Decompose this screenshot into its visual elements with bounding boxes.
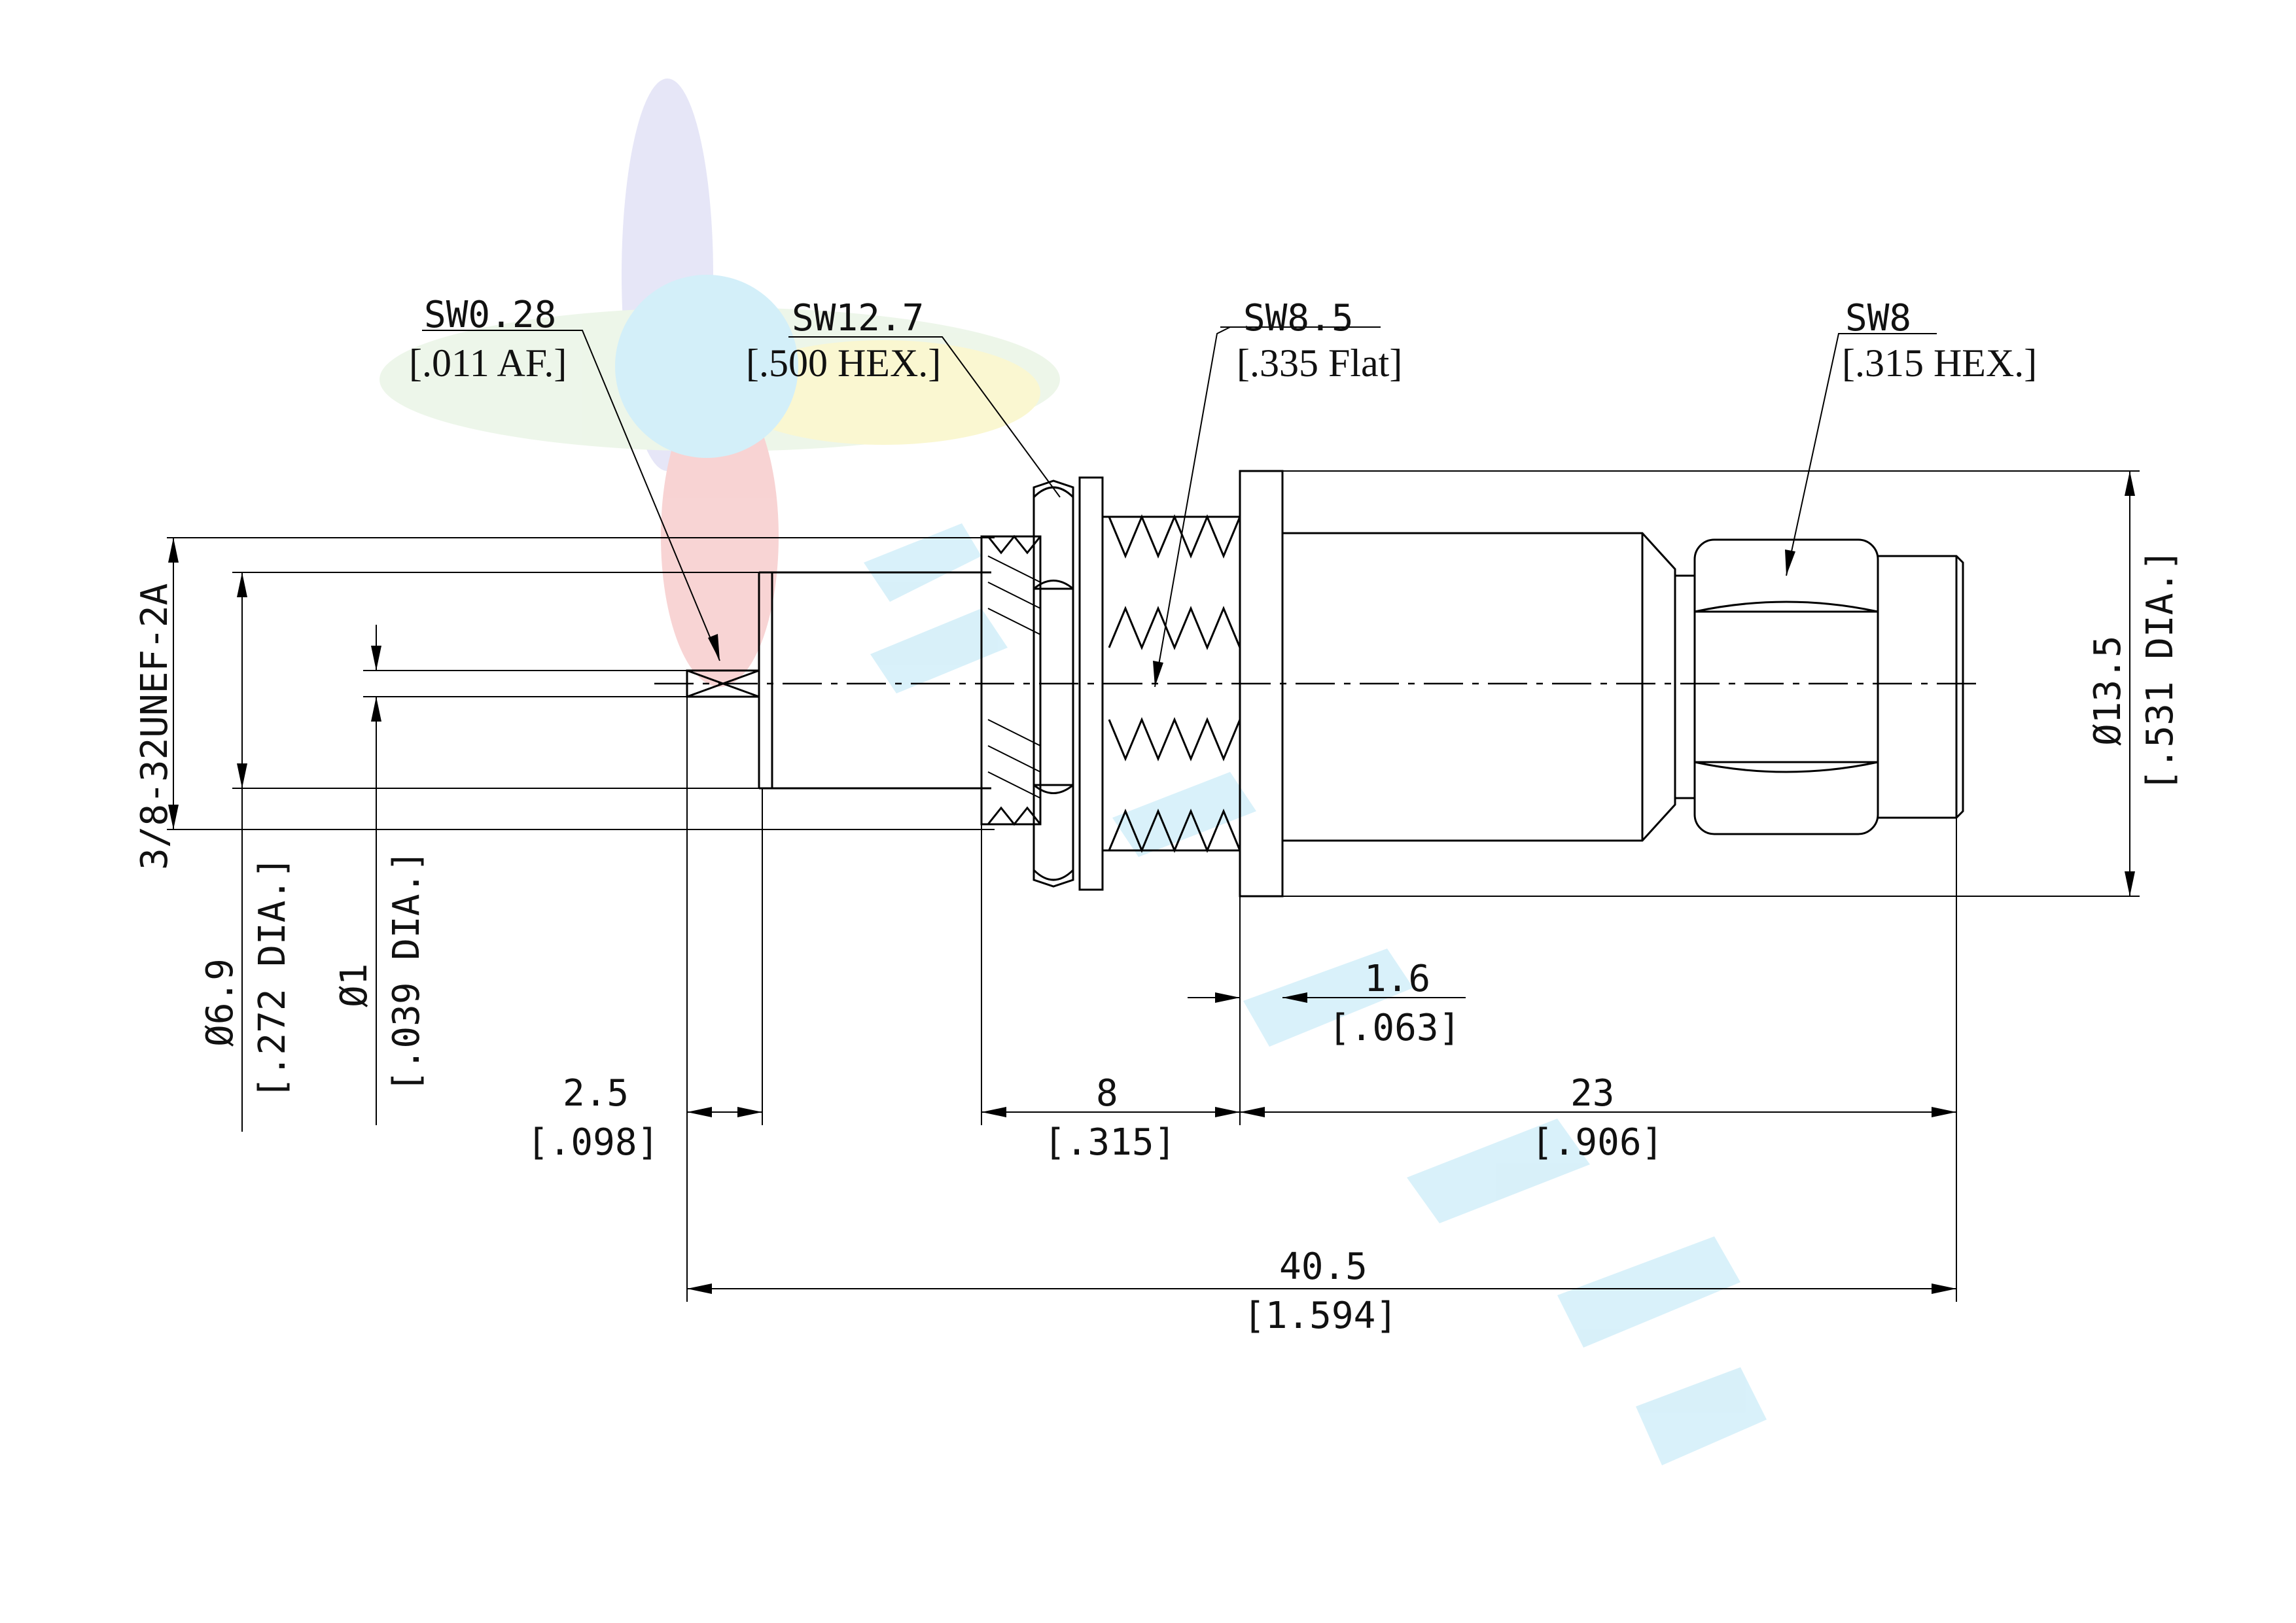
callout-sw85-top: SW8.5	[1243, 297, 1354, 340]
callout-sw8-top: SW8	[1845, 297, 1911, 340]
dim-l16-bottom: [.063]	[1328, 1007, 1460, 1049]
dim-l25-top: 2.5	[563, 1072, 629, 1115]
dim-d1-top: Ø1	[333, 964, 376, 1007]
callout-sw8-bottom: [.315 HEX.]	[1842, 341, 2037, 385]
dim-l8-top: 8	[1096, 1072, 1118, 1115]
callout-sw028-top: SW0.28	[424, 294, 556, 336]
leader-lines	[422, 326, 1937, 688]
dim-d69-bottom: [.272 DIA.]	[251, 856, 294, 1099]
callout-sw85-bottom: [.335 Flat]	[1237, 341, 1402, 385]
dim-l23-top: 23	[1570, 1072, 1614, 1115]
connector-body	[686, 470, 1964, 898]
dim-l405-bottom: [1.594]	[1243, 1295, 1398, 1337]
dim-l8-bottom: [.315]	[1044, 1121, 1176, 1164]
callout-sw127-top: SW12.7	[792, 297, 924, 340]
dim-l25-bottom: [.098]	[527, 1121, 659, 1164]
extension-lines	[167, 470, 2140, 1302]
callout-sw028-bottom: [.011 AF.]	[409, 341, 567, 385]
dimension-lines	[168, 471, 2135, 1294]
callout-sw127-bottom: [.500 HEX.]	[746, 341, 941, 385]
dim-l405-top: 40.5	[1279, 1246, 1368, 1288]
thread-spec-label: 3/8-32UNEF-2A	[133, 584, 176, 870]
dim-l16-top: 1.6	[1364, 958, 1430, 1000]
dim-d1-bottom: [.039 DIA.]	[385, 850, 428, 1092]
dim-l23-bottom: [.906]	[1531, 1121, 1663, 1164]
dim-d135-top: Ø13.5	[2087, 635, 2129, 746]
dim-d69-top: Ø6.9	[199, 958, 241, 1047]
dim-d135-bottom: [.531 DIA.]	[2139, 549, 2181, 792]
watermark-logo	[380, 79, 1060, 687]
